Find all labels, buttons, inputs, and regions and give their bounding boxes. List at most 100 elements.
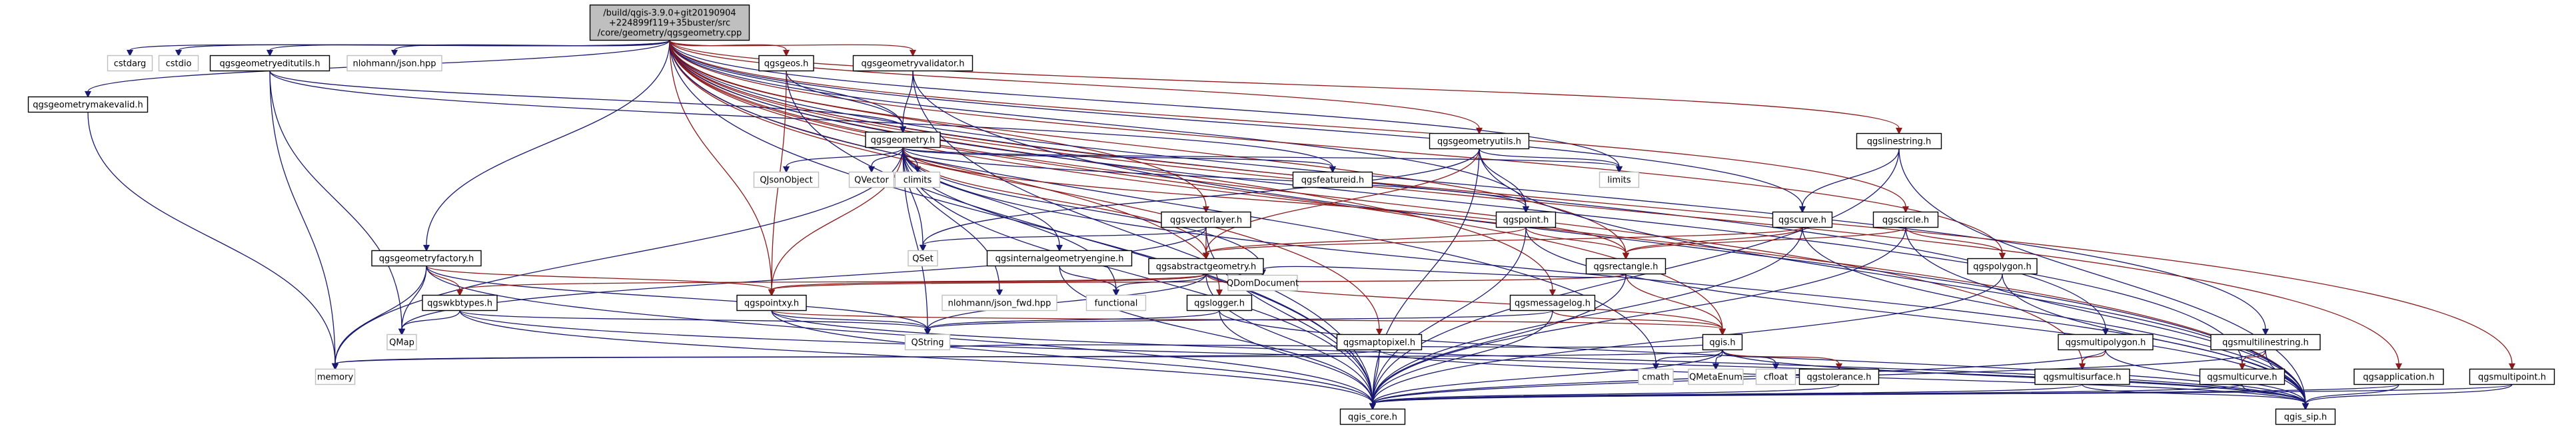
node-qgscircle[interactable]: qgscircle.h bbox=[1872, 211, 1939, 228]
node-label: qgsgeometryvalidator.h bbox=[862, 59, 965, 69]
node-qgstolerance[interactable]: qgstolerance.h bbox=[1798, 368, 1880, 385]
node-qgis[interactable]: qgis.h bbox=[1702, 333, 1743, 351]
edge-qgsmessagelog-to-qgis bbox=[1552, 310, 1726, 335]
node-label: qgsinternalgeometryengine.h bbox=[995, 254, 1124, 264]
node-qgspoint[interactable]: qgspoint.h bbox=[1495, 211, 1557, 228]
node-box bbox=[894, 171, 941, 188]
node-qgspolygon[interactable]: qgspolygon.h bbox=[1967, 258, 2038, 275]
node-qgswkbtypes[interactable]: qgswkbtypes.h bbox=[422, 294, 498, 312]
edge-root-to-qgsmulticurve bbox=[669, 40, 2246, 370]
edge-qgscircle-to-qgspolygon bbox=[1905, 227, 2006, 260]
node-label: qgslogger.h bbox=[1194, 299, 1245, 309]
node-qgsvectorlayer[interactable]: qgsvectorlayer.h bbox=[1161, 211, 1251, 228]
node-qgsrectangle[interactable]: qgsrectangle.h bbox=[1585, 258, 1666, 275]
node-qgsmessagelog[interactable]: qgsmessagelog.h bbox=[1509, 294, 1596, 312]
node-box bbox=[904, 333, 951, 351]
node-box bbox=[386, 333, 417, 351]
edge-qgscurve-to-qgsabstractgeometry bbox=[1202, 226, 1803, 260]
edge-root-to-qgsmultipoint bbox=[669, 40, 2516, 370]
node-qgsinternalgeometryengine[interactable]: qgsinternalgeometryengine.h bbox=[986, 250, 1133, 267]
node-qgsabstractgeometry[interactable]: qgsabstractgeometry.h bbox=[1148, 258, 1264, 275]
node-qgis-core[interactable]: qgis_core.h bbox=[1339, 408, 1406, 425]
node-label: QVector bbox=[854, 176, 889, 186]
node-qgsgeometryvalidator[interactable]: qgsgeometryvalidator.h bbox=[852, 55, 973, 72]
node-box bbox=[1872, 211, 1939, 228]
node-label: qgsrectangle.h bbox=[1593, 262, 1658, 272]
edge-qgslogger-to-qstring bbox=[924, 310, 1220, 335]
edge-qgslogger-to-qgis_core bbox=[1219, 310, 1377, 410]
node-qgslinestring[interactable]: qgslinestring.h bbox=[1856, 132, 1942, 150]
edge-root-to-qgis bbox=[669, 40, 1726, 335]
node-box bbox=[1798, 368, 1880, 385]
node-label: qgsgeometryeditutils.h bbox=[220, 59, 321, 69]
node-box bbox=[346, 55, 442, 72]
node-qgsgeos[interactable]: qgsgeos.h bbox=[758, 55, 814, 72]
node-cfloat: cfloat bbox=[1755, 368, 1796, 385]
node-qgsgeometryfactory[interactable]: qgsgeometryfactory.h bbox=[371, 250, 482, 267]
node-box bbox=[1638, 368, 1674, 385]
node-box bbox=[1495, 211, 1557, 228]
edge-qgsgeometryeditutils-to-memory bbox=[269, 71, 339, 370]
node-qgsmultilinestring[interactable]: qgsmultilinestring.h bbox=[2210, 333, 2321, 351]
node-label: memory bbox=[317, 373, 354, 383]
node-qgspointxy[interactable]: qgspointxy.h bbox=[736, 294, 807, 312]
node-cmath: cmath bbox=[1638, 368, 1674, 385]
node-label: qgsgeometry.h bbox=[871, 136, 936, 146]
node-qgsmultisurface[interactable]: qgsmultisurface.h bbox=[2034, 368, 2130, 385]
node-qgscurve[interactable]: qgscurve.h bbox=[1772, 211, 1833, 228]
node-box bbox=[1339, 408, 1406, 425]
node-qgsfeatureid[interactable]: qgsfeatureid.h bbox=[1292, 171, 1373, 188]
node-cstdio: cstdio bbox=[158, 55, 199, 72]
node-box bbox=[1509, 294, 1596, 312]
node-label: nlohmann/json.hpp bbox=[353, 59, 436, 69]
edge-qgsgeometry-to-qgsfeatureid bbox=[902, 146, 1337, 173]
node-box bbox=[422, 294, 498, 312]
node-box bbox=[1599, 171, 1640, 188]
node-qgsgeometryeditutils[interactable]: qgsgeometryeditutils.h bbox=[209, 55, 330, 72]
node-qset: QSet bbox=[908, 250, 938, 267]
node-label: limits bbox=[1607, 176, 1631, 186]
edge-qgsrectangle-to-qdomdocument bbox=[1259, 266, 1626, 278]
node-qgsmultipolygon[interactable]: qgsmultipolygon.h bbox=[2058, 333, 2154, 351]
edge-qgsgeometrymakevalid-to-memory bbox=[87, 112, 339, 370]
node-box bbox=[1161, 211, 1251, 228]
node-box bbox=[1772, 211, 1833, 228]
edge-root-to-qgsmaptopixel bbox=[669, 40, 1383, 335]
node-qgsmulticurve[interactable]: qgsmulticurve.h bbox=[2199, 368, 2285, 385]
node-box bbox=[2034, 368, 2130, 385]
node-qstring: QString bbox=[904, 333, 951, 351]
node-box bbox=[908, 250, 938, 267]
node-qmap: QMap bbox=[386, 333, 417, 351]
node-label: qgsmultipolygon.h bbox=[2066, 338, 2146, 348]
node-box bbox=[158, 55, 199, 72]
node-label: qgsabstractgeometry.h bbox=[1156, 262, 1256, 272]
edge-root-to-qgsgeometryfactory bbox=[422, 40, 670, 252]
edge-qgswkbtypes-to-qgis_sip bbox=[459, 310, 2309, 410]
node-label: qgsmaptopixel.h bbox=[1343, 338, 1415, 348]
node-box bbox=[942, 294, 1057, 312]
node-qgis-sip[interactable]: qgis_sip.h bbox=[2275, 408, 2336, 425]
node-qgsapplication[interactable]: qgsapplication.h bbox=[2353, 368, 2444, 385]
node-qgsgeometrymakevalid[interactable]: qgsgeometrymakevalid.h bbox=[27, 96, 149, 113]
node-root: /build/qgis-3.9.0+git20190904+224899f119… bbox=[589, 4, 750, 41]
node-functional: functional bbox=[1085, 294, 1147, 312]
node-label: cstdarg bbox=[114, 59, 147, 69]
node-box bbox=[852, 55, 973, 72]
node-qgsmaptopixel[interactable]: qgsmaptopixel.h bbox=[1336, 333, 1423, 351]
node-box bbox=[27, 96, 149, 113]
node-box bbox=[865, 131, 941, 148]
edge-qgsvectorlayer-to-qset bbox=[919, 226, 1207, 252]
node-qdomdocument: QDomDocument bbox=[1227, 274, 1299, 292]
node-qgsmultipoint[interactable]: qgsmultipoint.h bbox=[2469, 368, 2555, 385]
node-qgslogger[interactable]: qgslogger.h bbox=[1186, 294, 1253, 312]
node-label: cstdio bbox=[166, 59, 192, 69]
edge-qgsmaptopixel-to-memory bbox=[331, 349, 1380, 370]
node-label: functional bbox=[1095, 299, 1138, 309]
node-label: /build/qgis-3.9.0+git20190904 bbox=[603, 9, 736, 19]
node-box bbox=[1227, 274, 1298, 292]
node-qgsgeometry[interactable]: qgsgeometry.h bbox=[865, 131, 941, 148]
node-box bbox=[589, 4, 750, 41]
node-qgsgeometryutils[interactable]: qgsgeometryutils.h bbox=[1429, 132, 1530, 150]
edge-qgsabstractgeometry-to-qgspointxy bbox=[768, 273, 1207, 296]
